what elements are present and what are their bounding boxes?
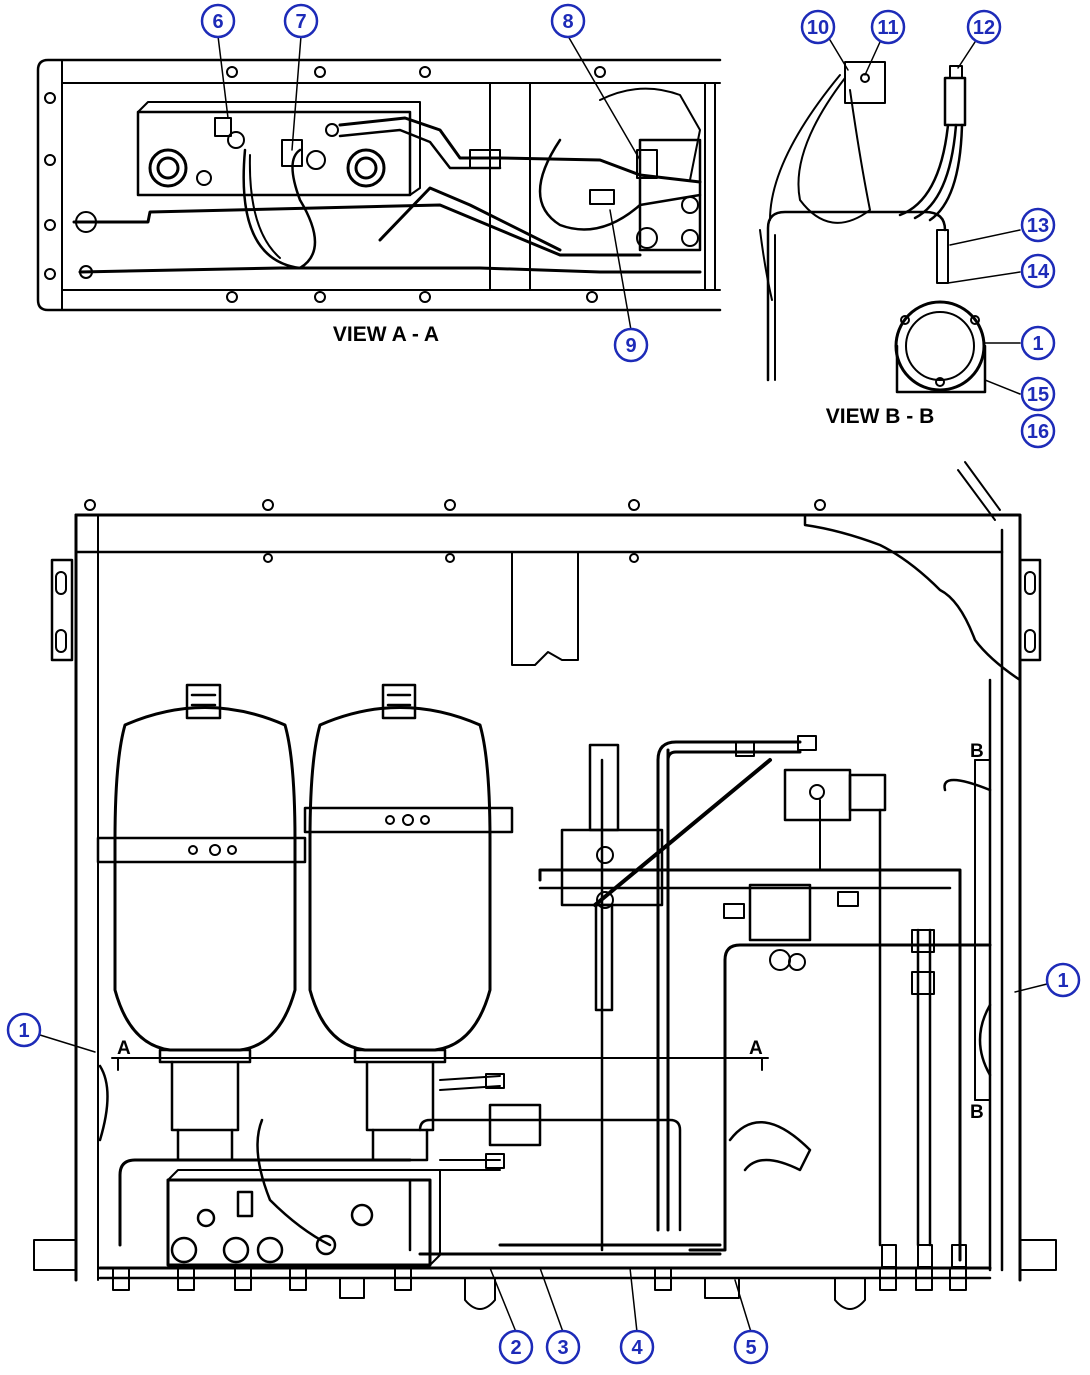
callout-12: 12 <box>966 9 1002 45</box>
callout-circle <box>870 9 906 45</box>
callout-1: 1 <box>1020 325 1056 361</box>
callout-number: 1 <box>1057 970 1068 992</box>
view-b-b-drawing <box>759 39 1021 395</box>
callout-circle <box>283 3 319 39</box>
callout-number: 8 <box>562 11 573 33</box>
section-mark-b-bottom: B <box>970 1102 984 1123</box>
callout-circle <box>733 1329 769 1365</box>
callout-circle <box>800 9 836 45</box>
main-assembly-drawing <box>33 461 1057 1333</box>
callout-number: 16 <box>1027 421 1049 443</box>
callout-16: 16 <box>1020 413 1056 449</box>
callout-number: 4 <box>631 1337 643 1359</box>
callout-11: 11 <box>870 9 906 45</box>
view-a-a-title: VIEW A - A <box>333 323 439 346</box>
section-mark-a-left: A <box>117 1038 131 1059</box>
callout-circle <box>1020 376 1056 412</box>
callout-number: 9 <box>625 335 636 357</box>
callout-1: 1 <box>6 1012 42 1048</box>
callout-number: 14 <box>1027 261 1050 283</box>
callout-5: 5 <box>733 1329 769 1365</box>
callout-4: 4 <box>619 1329 655 1365</box>
callout-13: 13 <box>1020 207 1056 243</box>
callout-6: 6 <box>200 3 236 39</box>
view-b-b-title: VIEW B - B <box>826 405 935 428</box>
callout-number: 11 <box>877 17 898 39</box>
callout-9: 9 <box>613 327 649 363</box>
section-mark-b-top: B <box>970 741 984 762</box>
callout-circle <box>1020 325 1056 361</box>
callout-number: 1 <box>1032 333 1043 355</box>
callout-circle <box>200 3 236 39</box>
callout-circle <box>498 1329 534 1365</box>
callout-number: 5 <box>745 1337 756 1359</box>
callout-15: 15 <box>1020 376 1056 412</box>
callout-number: 15 <box>1027 384 1049 406</box>
callout-circle <box>1045 962 1081 998</box>
callout-2: 2 <box>498 1329 534 1365</box>
callout-number: 13 <box>1027 215 1049 237</box>
callout-circle <box>613 327 649 363</box>
callout-circle <box>1020 413 1056 449</box>
callout-number: 2 <box>510 1337 521 1359</box>
callout-8: 8 <box>550 3 586 39</box>
view-a-a-drawing <box>36 35 722 331</box>
callout-10: 10 <box>800 9 836 45</box>
callout-number: 1 <box>18 1020 29 1042</box>
callout-number: 10 <box>807 17 829 39</box>
callout-number: 3 <box>557 1337 568 1359</box>
callout-circle <box>1020 253 1056 289</box>
callout-number: 12 <box>973 17 995 39</box>
section-mark-a-right: A <box>749 1038 763 1059</box>
callout-7: 7 <box>283 3 319 39</box>
callout-number: 6 <box>212 11 223 33</box>
callout-14: 14 <box>1020 253 1056 289</box>
callout-number: 7 <box>295 11 306 33</box>
callout-1: 1 <box>1045 962 1081 998</box>
callout-circle <box>966 9 1002 45</box>
callout-circle <box>1020 207 1056 243</box>
callout-circle <box>545 1329 581 1365</box>
callout-3: 3 <box>545 1329 581 1365</box>
callout-circle <box>619 1329 655 1365</box>
callout-circle <box>550 3 586 39</box>
callout-circle <box>6 1012 42 1048</box>
